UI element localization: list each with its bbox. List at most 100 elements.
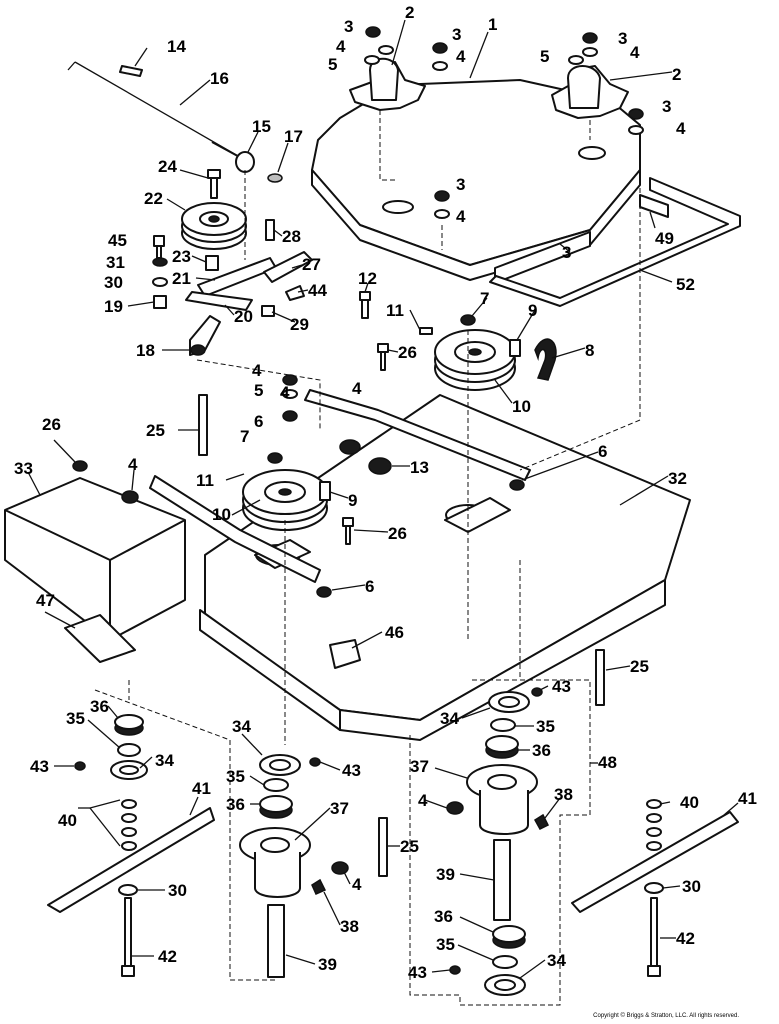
label-49 <box>639 194 669 218</box>
callout-24: 24 <box>158 157 177 176</box>
callout-27: 27 <box>302 255 321 274</box>
callout-2: 2 <box>405 3 414 22</box>
callout-43: 43 <box>30 757 49 776</box>
spacer-9-right <box>509 339 521 357</box>
drive-pulley-left <box>242 469 328 531</box>
callout-2: 2 <box>672 65 681 84</box>
screw-43-right <box>531 687 543 697</box>
idler-pulley <box>181 202 247 250</box>
bolt-24 <box>207 169 221 199</box>
callout-6: 6 <box>365 577 374 596</box>
decal-47 <box>64 614 136 663</box>
callout-32: 32 <box>668 469 687 488</box>
callout-5: 5 <box>254 381 263 400</box>
belt-guide-8 <box>534 338 557 381</box>
callout-34: 34 <box>547 951 566 970</box>
callout-7: 7 <box>480 289 489 308</box>
callout-38: 38 <box>554 785 573 804</box>
callout-25: 25 <box>400 837 419 856</box>
spacer-35-center <box>263 778 289 792</box>
callout-leaders <box>27 19 739 979</box>
spacer-35-right-low <box>492 955 518 969</box>
washers-40-left <box>121 799 137 851</box>
spindle-bearing-36-left <box>114 714 144 736</box>
grease-fitting-38-right <box>533 813 550 830</box>
callout-35: 35 <box>536 717 555 736</box>
callout-33: 33 <box>14 459 33 478</box>
callout-20: 20 <box>234 307 253 326</box>
bolt-26-c <box>72 460 88 472</box>
callout-11: 11 <box>196 471 214 490</box>
callout-36: 36 <box>532 741 551 760</box>
callout-4: 4 <box>456 207 466 226</box>
key-11-right <box>419 327 433 335</box>
discharge-chute <box>4 477 186 641</box>
callout-18: 18 <box>136 341 155 360</box>
washers-40-right <box>646 799 662 851</box>
nut-4-left <box>121 490 139 504</box>
callout-52: 52 <box>676 275 695 294</box>
callout-36: 36 <box>226 795 245 814</box>
cover-bracket-left <box>349 57 426 111</box>
callout-34: 34 <box>232 717 251 736</box>
callout-23: 23 <box>172 247 191 266</box>
callout-4: 4 <box>456 47 466 66</box>
callout-16: 16 <box>210 69 229 88</box>
callout-36: 36 <box>90 697 109 716</box>
callout-34: 34 <box>440 709 459 728</box>
spindle-shaft-39-right <box>493 839 511 921</box>
cable-clip <box>119 65 143 77</box>
callout-14: 14 <box>167 37 186 56</box>
callout-3: 3 <box>562 243 571 262</box>
idler-link-27 <box>263 251 313 283</box>
stud-12 <box>359 291 371 319</box>
callout-38: 38 <box>340 917 359 936</box>
callout-17: 17 <box>284 127 303 146</box>
idler-plate-18 <box>189 315 221 356</box>
callout-48: 48 <box>598 753 617 772</box>
callout-40: 40 <box>58 811 77 830</box>
callout-26: 26 <box>388 524 407 543</box>
seal-34-right-low <box>484 974 526 996</box>
spindle-shaft-39-center <box>267 904 285 978</box>
callout-4: 4 <box>336 37 346 56</box>
nut-4-center <box>339 439 361 455</box>
callout-4: 4 <box>630 43 640 62</box>
callout-40: 40 <box>680 793 699 812</box>
callout-41: 41 <box>738 789 757 808</box>
callout-43: 43 <box>342 761 361 780</box>
seal-34-center <box>259 754 301 776</box>
callout-37: 37 <box>410 757 429 776</box>
callout-12: 12 <box>358 269 377 288</box>
hardware-stack-top <box>282 26 644 598</box>
callout-1: 1 <box>488 15 497 34</box>
callout-labels: 1 2 2 3 3 3 3 3 3 4 4 4 4 4 4 4 4 4 4 4 … <box>14 3 757 982</box>
callout-3: 3 <box>618 29 627 48</box>
callout-26: 26 <box>398 343 417 362</box>
spacer-35-left <box>117 743 141 757</box>
callout-6: 6 <box>254 412 263 431</box>
nut-4-right-low <box>446 801 464 815</box>
bearing-36-right <box>485 735 519 759</box>
nut-7-right <box>460 314 476 326</box>
bolt-28 <box>265 219 275 241</box>
callout-26: 26 <box>42 415 61 434</box>
callout-35: 35 <box>66 709 85 728</box>
screw-43-right-low <box>449 965 461 975</box>
copyright-notice: Copyright © Briggs & Stratton, LLC. All … <box>593 1013 739 1019</box>
callout-5: 5 <box>540 47 549 66</box>
drive-pulley-right <box>434 329 516 391</box>
bolt-25-center <box>378 817 388 877</box>
blade-41-left <box>47 807 215 913</box>
blade-bolt-42-left <box>121 897 135 977</box>
washer-30-right <box>644 882 664 894</box>
spindle-housing-37-center <box>239 827 311 898</box>
callout-43: 43 <box>408 963 427 982</box>
callout-46: 46 <box>385 623 404 642</box>
callout-4: 4 <box>676 119 686 138</box>
spring-clip-44 <box>285 285 305 301</box>
screw-43-left <box>74 761 86 771</box>
callout-3: 3 <box>662 97 671 116</box>
blade-bolt-42-right <box>647 897 661 977</box>
nut-7-left <box>267 452 283 464</box>
